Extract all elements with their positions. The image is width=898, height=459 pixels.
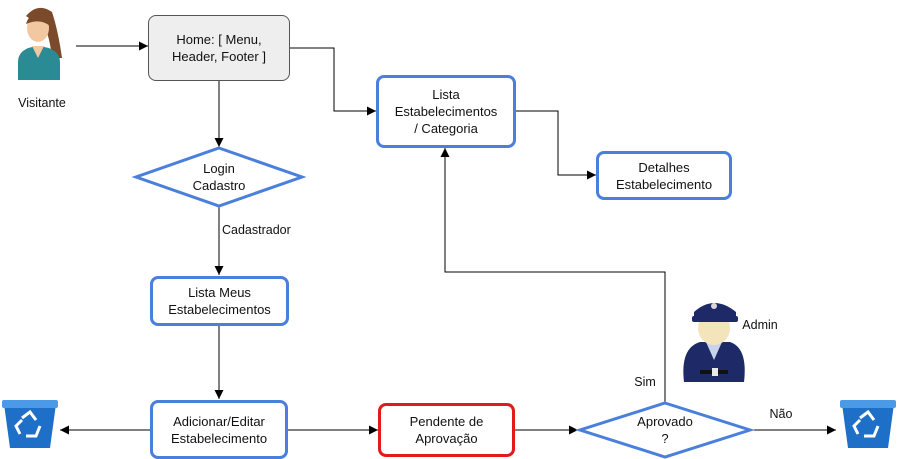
node-adicionar-editar-label: Adicionar/Editar Estabelecimento	[170, 413, 268, 446]
connectors	[60, 41, 836, 435]
police-officer-icon	[683, 303, 745, 382]
edge-home-lista	[290, 47, 376, 116]
decision-login-shape	[131, 146, 307, 208]
node-home: Home: [ Menu, Header, Footer ]	[148, 15, 290, 81]
node-pendente-aprovacao: Pendente de Aprovação	[378, 403, 515, 457]
node-lista-estabelecimentos-label: Lista Estabelecimentos / Categoria	[394, 87, 498, 136]
node-pendente-aprovacao-label: Pendente de Aprovação	[409, 414, 484, 446]
actor-admin-label: Admin	[742, 318, 778, 332]
node-adicionar-editar: Adicionar/Editar Estabelecimento	[150, 400, 288, 459]
recycle-bin-icon-left	[2, 400, 58, 448]
recycle-bin-icon-right	[840, 400, 896, 448]
node-home-label: Home: [ Menu, Header, Footer ]	[172, 32, 266, 64]
node-lista-meus-label: Lista Meus Estabelecimentos	[168, 285, 271, 317]
edge-lista-detalhes	[516, 110, 596, 180]
node-detalhes: Detalhes Estabelecimento	[596, 151, 732, 200]
person-icon	[18, 7, 62, 80]
decision-aprovado-label: Aprovado ?	[637, 414, 693, 446]
edge-label-nao: Não	[769, 407, 793, 421]
node-detalhes-label: Detalhes Estabelecimento	[615, 159, 713, 192]
edge-aprovado-lista	[440, 148, 666, 403]
edge-label-cadastrador: Cadastrador	[222, 223, 291, 237]
actor-visitante-label: Visitante	[18, 96, 66, 110]
decision-login-label: Login Cadastro	[192, 161, 246, 193]
node-lista-estabelecimentos: Lista Estabelecimentos / Categoria	[376, 75, 516, 148]
node-lista-meus: Lista Meus Estabelecimentos	[150, 276, 289, 326]
decision-aprovado-shape	[575, 401, 755, 459]
edge-label-sim: Sim	[634, 375, 656, 389]
